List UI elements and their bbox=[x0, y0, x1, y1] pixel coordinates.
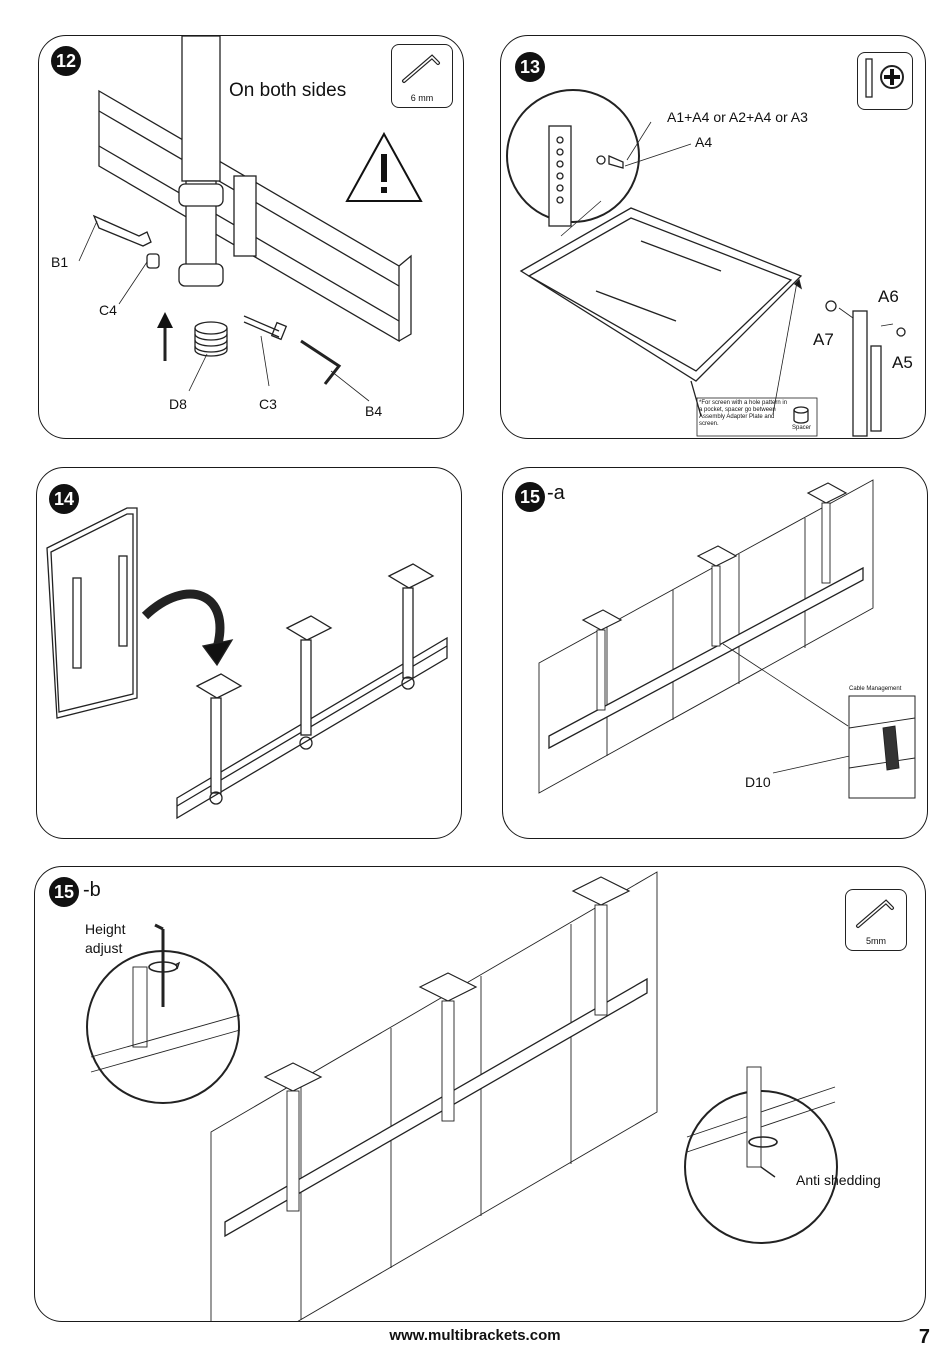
step-15b-panel: 15 -b Height adjust 5mm bbox=[34, 866, 926, 1322]
footer-url: www.multibrackets.com bbox=[0, 1327, 950, 1344]
spacer-label: Spacer bbox=[792, 425, 811, 431]
step-15a-panel: 15 -a Cable Management D10 bbox=[502, 467, 928, 839]
a5-label: A5 bbox=[892, 353, 913, 373]
cable-management-label: Cable Management bbox=[849, 686, 901, 692]
page-number: 7 bbox=[919, 1326, 930, 1349]
d10-label: D10 bbox=[745, 774, 771, 790]
step-15b-illustration bbox=[35, 867, 925, 1321]
spacer-note: *For screen with a hole pattern in a poc… bbox=[699, 400, 789, 428]
step-13-panel: 13 A1+A4 or A2+A4 or A3 A4 bbox=[500, 35, 926, 439]
part-b1-label: B1 bbox=[51, 254, 68, 270]
a7-label: A7 bbox=[813, 330, 834, 350]
part-c3-label: C3 bbox=[259, 396, 277, 412]
step-15a-illustration bbox=[503, 468, 927, 838]
step-14-panel: 14 bbox=[36, 467, 462, 839]
step-12-illustration bbox=[39, 36, 463, 438]
step-13-illustration bbox=[501, 36, 925, 438]
step-12-panel: 12 On both sides 6 mm bbox=[38, 35, 464, 439]
part-c4-label: C4 bbox=[99, 302, 117, 318]
part-d8-label: D8 bbox=[169, 396, 187, 412]
part-b4-label: B4 bbox=[365, 403, 382, 419]
anti-shedding-label: Anti shedding bbox=[796, 1172, 881, 1188]
a6-label: A6 bbox=[878, 287, 899, 307]
step-14-illustration bbox=[37, 468, 461, 838]
